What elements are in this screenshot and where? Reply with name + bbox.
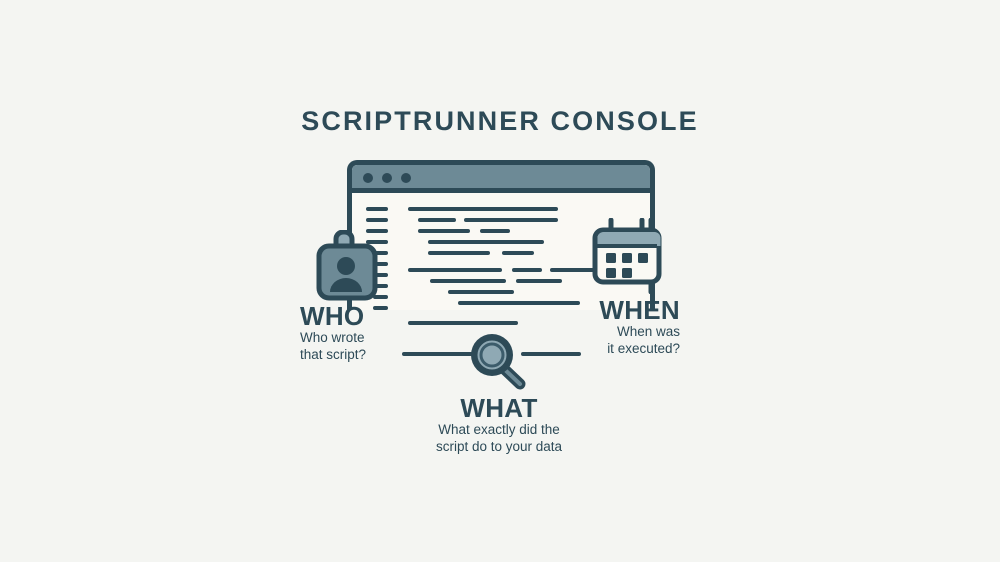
id-badge-icon — [315, 229, 385, 307]
node-when-description-line1: When was — [616, 324, 680, 339]
node-what-label: WHAT — [460, 393, 538, 423]
code-line — [428, 251, 490, 255]
code-line — [408, 207, 558, 211]
code-gutter-mark — [373, 295, 388, 299]
code-line — [418, 229, 470, 233]
code-line — [448, 290, 514, 294]
code-line — [480, 229, 510, 233]
code-line — [408, 321, 518, 325]
code-gutter-mark — [373, 284, 388, 288]
code-line — [418, 218, 456, 222]
console-titlebar — [352, 165, 650, 193]
page-title: SCRIPTRUNNER CONSOLE — [301, 106, 699, 136]
window-minimize-dot-icon — [382, 173, 392, 183]
node-what-description-line2: script do to your data — [435, 438, 563, 454]
code-line — [550, 268, 610, 272]
node-when-description-line2: it executed? — [607, 340, 680, 356]
node-when: WHEN When was it executed? — [560, 296, 680, 357]
code-line — [464, 218, 558, 222]
node-who-label: WHO — [300, 301, 365, 331]
code-gutter-mark — [366, 240, 388, 244]
code-gutter-mark — [373, 273, 388, 277]
code-line — [458, 301, 580, 305]
window-maximize-dot-icon — [401, 173, 411, 183]
code-gutter-mark — [366, 207, 388, 211]
connector-line-what-when — [521, 352, 581, 356]
code-gutter-mark — [366, 218, 388, 222]
connector-line-who-what — [402, 352, 480, 356]
node-what-description-line1: What exactly did the — [438, 422, 560, 437]
node-what: WHAT What exactly did the script do to y… — [399, 394, 599, 455]
code-line — [516, 279, 562, 283]
code-line — [502, 251, 534, 255]
code-gutter-mark — [373, 306, 388, 310]
node-who-description-line2: that script? — [300, 346, 367, 362]
code-gutter-mark — [373, 251, 388, 255]
node-when-label: WHEN — [599, 295, 680, 325]
node-who: WHO Who wrote that script? — [300, 302, 410, 363]
code-line — [408, 268, 502, 272]
calendar-icon — [589, 217, 667, 299]
console-code-area — [352, 193, 650, 325]
code-line — [428, 240, 544, 244]
window-close-dot-icon — [363, 173, 373, 183]
code-line — [430, 279, 506, 283]
magnifier-icon — [468, 330, 532, 397]
code-gutter-mark — [366, 229, 388, 233]
code-line — [512, 268, 542, 272]
code-gutter-mark — [373, 262, 388, 266]
node-who-description-line1: Who wrote — [300, 330, 365, 345]
